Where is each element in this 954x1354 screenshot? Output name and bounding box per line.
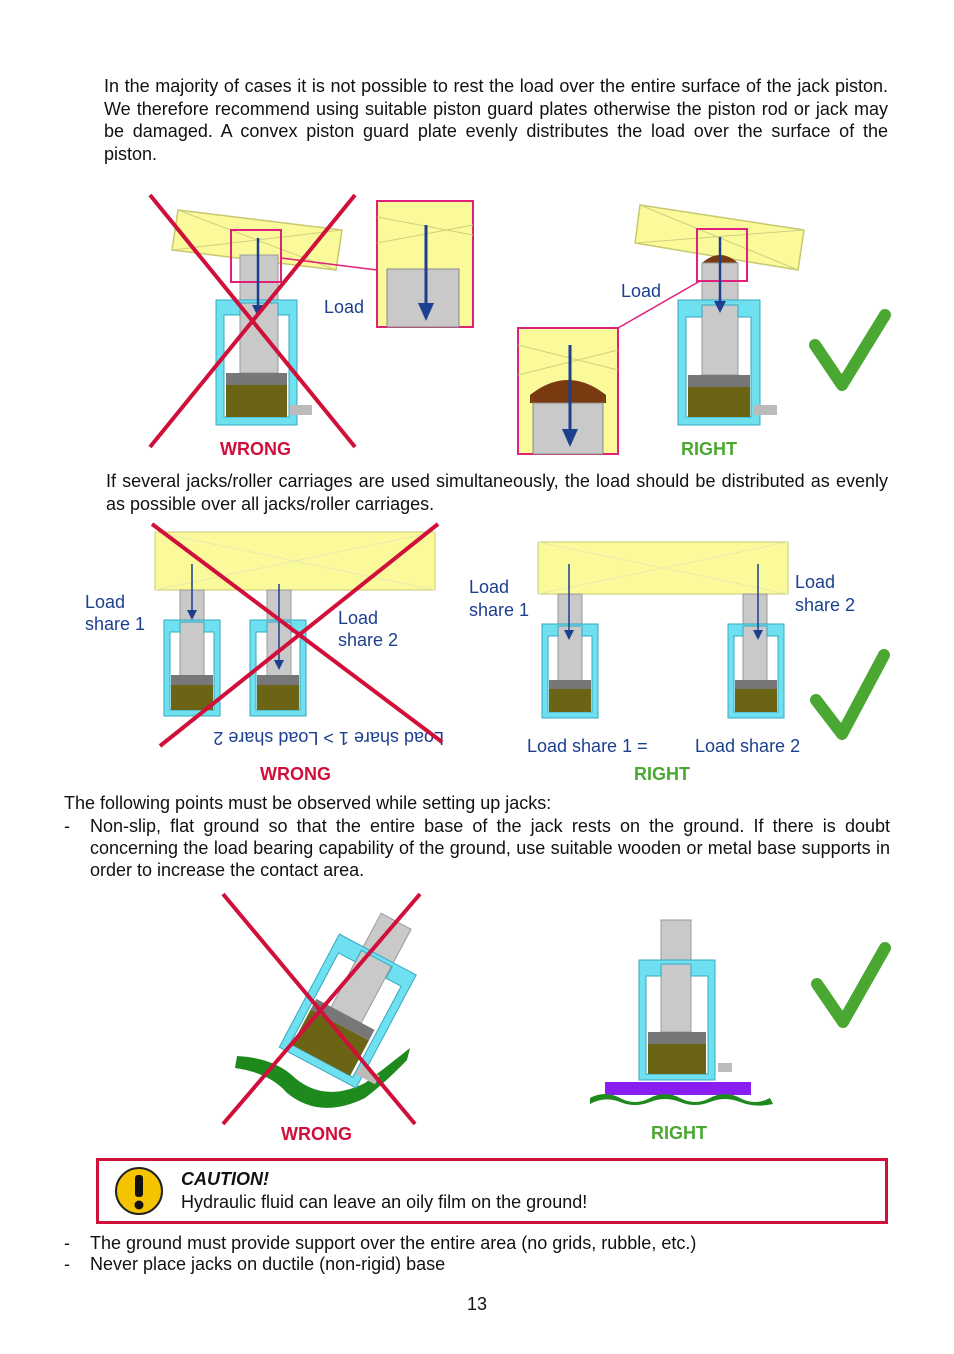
right-load-comparison-left: Load share 1 = xyxy=(527,736,648,756)
right-label: RIGHT xyxy=(681,439,737,459)
right-detail-callout xyxy=(517,327,619,455)
page-number: 13 xyxy=(466,1294,488,1314)
warning-icon xyxy=(115,1167,163,1215)
right-jack xyxy=(634,204,805,426)
share-1-label-c: share 1 xyxy=(469,600,529,620)
share-1-label-a: share 1 xyxy=(85,614,145,634)
figure-piston-guard: Load WRONG Load RIGHT xyxy=(148,193,891,459)
wrong-label-3: WRONG xyxy=(281,1124,352,1144)
bullet-dash: - xyxy=(64,816,70,836)
load-label-d: Load xyxy=(795,572,835,592)
bullet-dash: - xyxy=(64,1254,70,1274)
wrong-label: WRONG xyxy=(220,439,291,459)
figure-ground: WRONG RIGHT xyxy=(221,892,891,1144)
jack-on-base xyxy=(590,919,773,1106)
bullet-ductile: - Never place jacks on ductile (non-rigi… xyxy=(64,1253,890,1275)
wrong-cross-icon xyxy=(221,892,422,1126)
intro-paragraph: In the majority of cases it is not possi… xyxy=(104,76,888,164)
bullet-dash: - xyxy=(64,1233,70,1253)
wrong-cross-icon xyxy=(148,193,357,449)
bullet-ground: - Non-slip, flat ground so that the enti… xyxy=(64,815,890,881)
caution-text: Hydraulic fluid can leave an oily film o… xyxy=(181,1192,588,1212)
right-two-jacks xyxy=(537,541,789,719)
figure-load-shares: Load share 1 Load share 2 Load share 1 >… xyxy=(85,522,890,784)
setup-points-intro: The following points must be observed wh… xyxy=(64,793,552,813)
wrong-label-2: WRONG xyxy=(260,764,331,784)
share-2-label-d: share 2 xyxy=(795,595,855,615)
share-2-label-b: share 2 xyxy=(338,630,398,650)
caution-title: CAUTION! xyxy=(181,1169,269,1189)
wrong-detail-callout xyxy=(376,200,474,328)
load-label-a: Load xyxy=(85,592,125,612)
bullet-text: Non-slip, flat ground so that the entire… xyxy=(90,816,890,880)
check-icon xyxy=(811,942,891,1028)
load-distribution-paragraph: If several jacks/roller carriages are us… xyxy=(106,471,888,514)
right-label-2: RIGHT xyxy=(634,764,690,784)
load-label-left: Load xyxy=(324,297,364,317)
load-label-c: Load xyxy=(469,577,509,597)
tilted-jack xyxy=(235,912,417,1108)
load-label-b: Load xyxy=(338,608,378,628)
wrong-cross-icon xyxy=(150,522,444,748)
check-icon xyxy=(809,309,891,391)
right-label-3: RIGHT xyxy=(651,1123,707,1143)
load-label-right: Load xyxy=(621,281,661,301)
bullet-text: The ground must provide support over the… xyxy=(90,1233,697,1253)
bullet-text: Never place jacks on ductile (non-rigid)… xyxy=(90,1254,446,1274)
check-icon xyxy=(810,649,890,740)
bullet-support: - The ground must provide support over t… xyxy=(64,1232,890,1254)
right-load-comparison-right: Load share 2 xyxy=(695,736,800,756)
caution-box: CAUTION! Hydraulic fluid can leave an oi… xyxy=(96,1158,888,1224)
wrong-load-comparison: Load share 1 > Load share 2 xyxy=(213,728,444,748)
